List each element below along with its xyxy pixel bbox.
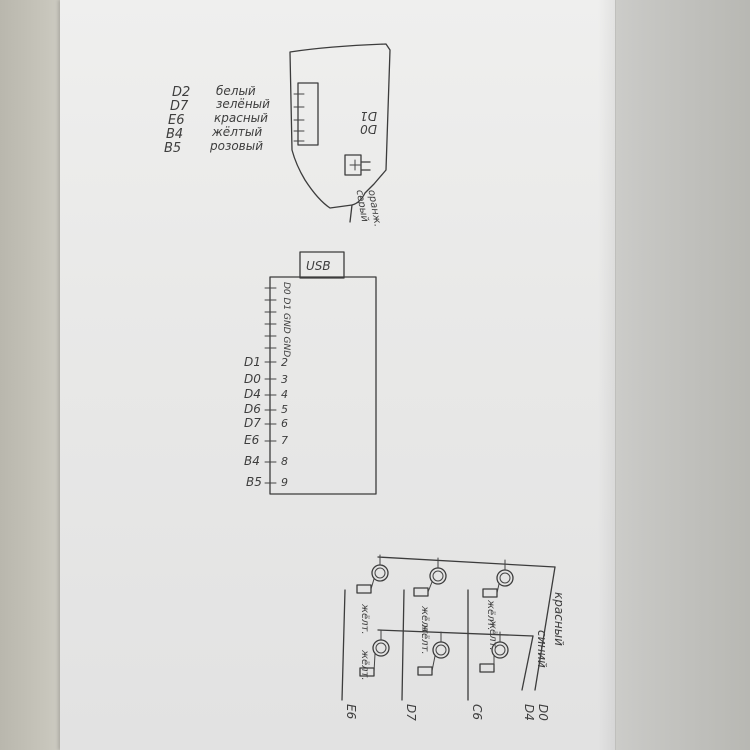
switch-inner: [499, 572, 511, 584]
column-label-d7: D7: [404, 704, 418, 721]
device-pin-d0: D0: [360, 122, 377, 136]
diode-symbol: [479, 663, 495, 673]
board-pin-name-6: B4: [244, 454, 260, 468]
matrix-key-labels: жёлт. жёлт. жёлт. жёлт. жёлт. жёлт.: [359, 599, 498, 681]
top-legend: D2 белый D7 зелёный E6 красный B4 жёлтый…: [164, 84, 270, 156]
diode-symbol: [417, 666, 433, 676]
diode-lead: [431, 655, 436, 672]
diode-symbol: [413, 587, 429, 597]
board-pin-num-5: 7: [281, 434, 288, 447]
paper-edge-shadow: [598, 0, 616, 750]
board-header-text: D0 D1 GND GND: [281, 282, 291, 357]
key-label-4: жёлт.: [419, 623, 430, 655]
device-pin-d1: D1: [360, 109, 377, 123]
matrix-keys: [356, 554, 514, 677]
column-label-e6: E6: [344, 704, 358, 720]
key-matrix: [341, 554, 556, 701]
row-label-d0: D0: [536, 704, 550, 721]
usb-label: USB: [306, 259, 331, 273]
board-pin-name-5: E6: [244, 433, 260, 447]
legend-color-1: зелёный: [216, 97, 270, 111]
switch-symbol: [372, 639, 390, 657]
board-pin-name-4: D7: [244, 416, 261, 430]
board-pin-num-3: 5: [281, 403, 288, 416]
board-pin-name-1: D0: [244, 372, 261, 386]
row-wire-blue: [521, 635, 534, 691]
switch-symbol: [429, 567, 447, 585]
small-connector: [344, 154, 362, 176]
row-wire-label-red: красный: [552, 592, 566, 646]
row-wire-label-blue: синий: [535, 630, 549, 668]
board-pin-num-1: 3: [281, 373, 288, 386]
key-label-3: жёлт.: [359, 649, 370, 681]
matrix-key-0: [356, 554, 389, 594]
board-pin-name-2: D4: [244, 387, 261, 401]
legend-pin-4: B5: [164, 141, 181, 156]
column-wire-e6: [341, 589, 346, 701]
matrix-key-5: [479, 631, 509, 673]
legend-pin-1: D7: [170, 99, 189, 114]
switch-inner: [432, 570, 444, 582]
matrix-key-2: [482, 559, 514, 598]
legend-pin-3: B4: [166, 127, 183, 142]
column-label-c6: C6: [470, 704, 484, 720]
legend-color-0: белый: [216, 84, 256, 98]
switch-inner: [375, 642, 387, 654]
switch-inner: [435, 644, 447, 656]
diode-lead: [427, 581, 433, 593]
switch-symbol: [371, 564, 389, 582]
switch-inner: [494, 644, 506, 656]
paper-sheet: [60, 0, 615, 750]
connector-block: [297, 82, 319, 146]
board-pin-list: D1 2 D0 3 D4 4 D6 5 D7 6 E6 7 B4 8 B5 9: [244, 355, 288, 489]
row-wire-top: [377, 556, 556, 568]
matrix-key-4: [417, 631, 450, 676]
board-pin-ticks: [264, 287, 277, 484]
matrix-columns: [341, 589, 469, 701]
key-label-5: жёлт.: [487, 619, 498, 651]
legend-color-2: красный: [214, 111, 268, 125]
legend-color-3: жёлтый: [211, 125, 262, 139]
legend-pin-2: E6: [168, 113, 185, 128]
matrix-key-1: [413, 557, 447, 597]
board-pin-num-2: 4: [281, 388, 288, 401]
board-outline: [269, 276, 377, 495]
board-pin-num-6: 8: [281, 455, 288, 468]
board-pin-name-0: D1: [244, 355, 261, 369]
usb-connector: [299, 251, 345, 279]
switch-symbol: [491, 641, 509, 659]
row-wire-red: [534, 566, 556, 691]
legend-pin-0: D2: [172, 85, 190, 100]
key-label-1: жёлт.: [419, 605, 430, 637]
row-label-d4: D4: [522, 704, 536, 721]
diode-symbol: [356, 584, 372, 594]
key-label-0: жёлт.: [359, 603, 370, 635]
key-label-2: жёлт.: [485, 599, 496, 631]
legend-color-4: розовый: [209, 139, 263, 153]
diode-lead: [496, 583, 500, 594]
diode-symbol: [482, 588, 498, 598]
top-device: [289, 43, 391, 223]
connector-pins: [293, 93, 305, 142]
board-pin-name-3: D6: [244, 402, 261, 416]
board-pin-num-7: 9: [281, 476, 288, 489]
device-outline: [289, 43, 391, 209]
usb-board: USB D0 D1 GND GND: [264, 251, 377, 495]
switch-symbol: [432, 641, 450, 659]
matrix-key-3: [359, 629, 390, 677]
board-pin-num-4: 6: [281, 417, 288, 430]
column-wire-d7: [401, 589, 405, 701]
board-pin-name-7: B5: [246, 475, 262, 489]
switch-inner: [374, 567, 386, 579]
row-wire-bottom: [377, 629, 534, 637]
diode-lead: [370, 578, 375, 590]
board-pin-num-0: 2: [281, 356, 288, 369]
switch-symbol: [496, 569, 514, 587]
diode-lead: [373, 653, 376, 673]
